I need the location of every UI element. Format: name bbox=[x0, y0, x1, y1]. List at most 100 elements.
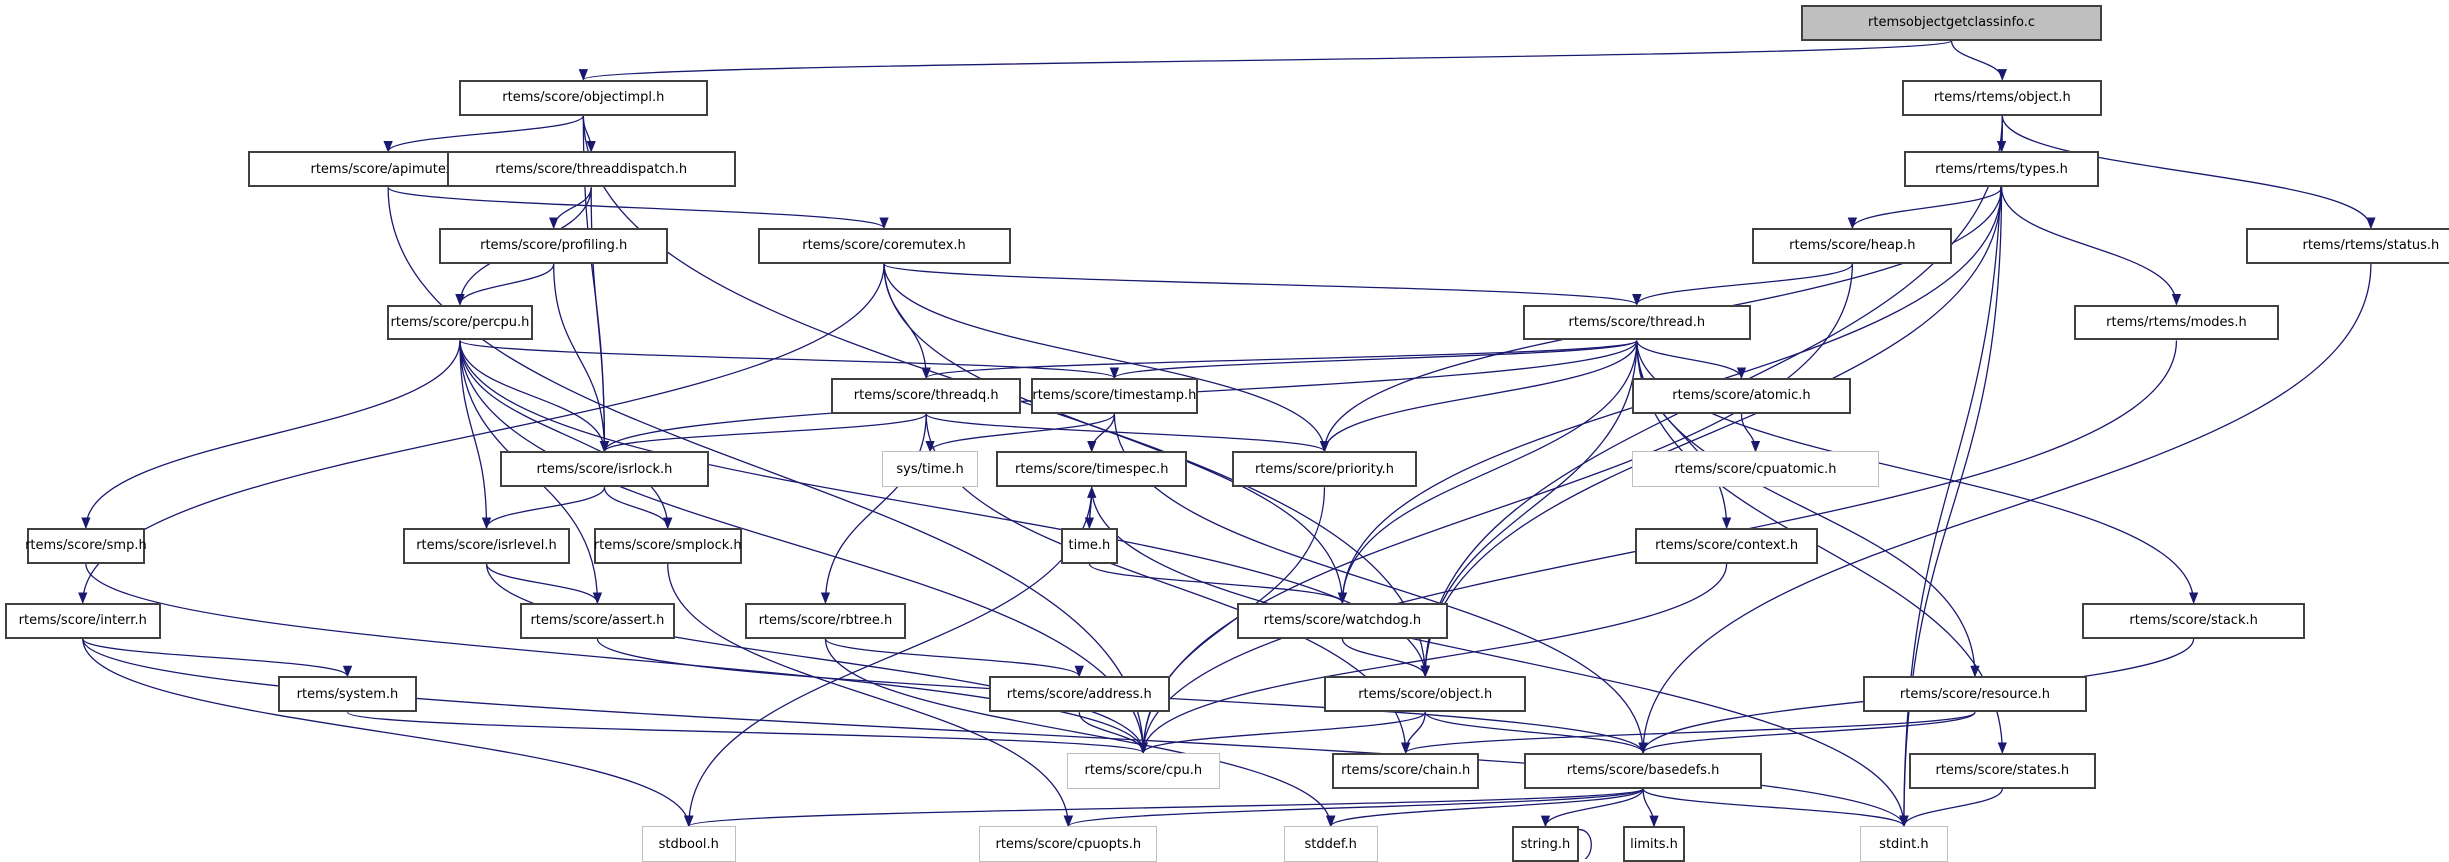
node-stdint: stdint.h bbox=[1860, 826, 1948, 862]
node-thread[interactable]: rtems/score/thread.h bbox=[1522, 304, 1751, 341]
edge-system-to-cpu bbox=[346, 711, 1148, 754]
node-label: rtems/score/smp.h bbox=[25, 538, 147, 554]
node-system[interactable]: rtems/system.h bbox=[278, 676, 417, 713]
node-address[interactable]: rtems/score/address.h bbox=[988, 676, 1170, 713]
node-assert[interactable]: rtems/score/assert.h bbox=[520, 602, 675, 639]
edge-percpu-to-smplock bbox=[459, 340, 673, 530]
edge-rtypes-to-heap bbox=[1847, 187, 2003, 230]
node-stack[interactable]: rtems/score/stack.h bbox=[2081, 602, 2306, 639]
node-label: rtems/score/profiling.h bbox=[480, 238, 628, 254]
node-label: rtems/score/cpuopts.h bbox=[995, 836, 1142, 852]
node-label: rtems/rtems/types.h bbox=[1935, 161, 2068, 177]
edge-interr-to-stdint bbox=[82, 638, 1909, 828]
edge-isrlock-to-smplock bbox=[603, 487, 673, 530]
node-sobject[interactable]: rtems/score/object.h bbox=[1324, 676, 1526, 713]
node-label: rtems/score/percpu.h bbox=[390, 315, 530, 330]
edge-apimutex-to-coremutex bbox=[387, 186, 889, 230]
node-rbtree[interactable]: rtems/score/rbtree.h bbox=[745, 602, 906, 639]
edge-threaddispatch-to-isrlock bbox=[590, 187, 610, 453]
node-label: rtems/score/stack.h bbox=[2129, 613, 2258, 629]
node-rtypes[interactable]: rtems/rtems/types.h bbox=[1903, 151, 2100, 188]
node-label: rtems/score/context.h bbox=[1655, 538, 1799, 554]
edge-timestamp-to-systime bbox=[925, 413, 1116, 453]
edge-percpu-to-isrlock bbox=[459, 340, 610, 453]
node-interr[interactable]: rtems/score/interr.h bbox=[4, 602, 161, 639]
edge-threaddispatch-to-profiling bbox=[549, 187, 592, 230]
node-label: rtems/score/address.h bbox=[1006, 686, 1152, 702]
edge-rtypes-to-stdint bbox=[1899, 187, 2003, 828]
node-rmodes[interactable]: rtems/rtems/modes.h bbox=[2074, 304, 2279, 341]
node-timeh[interactable]: time.h bbox=[1060, 527, 1119, 564]
node-label: rtems/score/watchdog.h bbox=[1263, 613, 1422, 629]
node-threaddispatch[interactable]: rtems/score/threaddispatch.h bbox=[446, 151, 736, 188]
edge-threadq-to-rbtree bbox=[820, 413, 927, 605]
edge-basedefs-to-limits bbox=[1642, 788, 1659, 828]
edge-thread-to-sobject bbox=[1420, 340, 1638, 678]
node-resource[interactable]: rtems/score/resource.h bbox=[1863, 676, 2087, 713]
edge-thread-to-threadq bbox=[921, 339, 1638, 380]
edge-timeh-to-watchdog bbox=[1088, 563, 1347, 605]
node-robject[interactable]: rtems/rtems/object.h bbox=[1902, 79, 2103, 116]
node-timespec[interactable]: rtems/score/timespec.h bbox=[996, 451, 1187, 488]
edge-thread-to-priority bbox=[1319, 340, 1638, 453]
edge-basedefs-to-cpuopts bbox=[1063, 788, 1644, 828]
node-coremutex[interactable]: rtems/score/coremutex.h bbox=[757, 228, 1011, 264]
node-label: rtems/rtems/status.h bbox=[2302, 238, 2440, 254]
node-chain[interactable]: rtems/score/chain.h bbox=[1332, 752, 1480, 789]
node-percpu[interactable]: rtems/score/percpu.h bbox=[387, 304, 533, 341]
edge-heap-to-thread bbox=[1632, 263, 1854, 306]
node-objectimpl[interactable]: rtems/score/objectimpl.h bbox=[459, 79, 708, 116]
node-label: rtems/score/cpu.h bbox=[1084, 763, 1203, 779]
edge-rtypes-to-rmodes bbox=[2000, 187, 2182, 306]
edge-rbtree-to-address bbox=[824, 638, 1084, 678]
node-label: rtems/score/assert.h bbox=[530, 613, 665, 629]
node-isrlock[interactable]: rtems/score/isrlock.h bbox=[499, 451, 710, 488]
node-timestamp[interactable]: rtems/score/timestamp.h bbox=[1030, 377, 1198, 414]
node-label: rtems/score/objectimpl.h bbox=[502, 90, 665, 106]
node-atomic[interactable]: rtems/score/atomic.h bbox=[1632, 377, 1851, 414]
node-profiling[interactable]: rtems/score/profiling.h bbox=[438, 228, 669, 264]
edge-resource-to-chain bbox=[1401, 711, 1976, 754]
edge-thread-to-context bbox=[1636, 340, 1732, 530]
node-stdbool: stdbool.h bbox=[641, 826, 736, 862]
node-smp[interactable]: rtems/score/smp.h bbox=[25, 527, 147, 564]
edge-rstatus-to-basedefs bbox=[1638, 263, 2372, 754]
node-label: rtems/score/threadq.h bbox=[853, 388, 999, 404]
node-threadq[interactable]: rtems/score/threadq.h bbox=[830, 377, 1022, 414]
node-limits[interactable]: limits.h bbox=[1622, 826, 1686, 862]
node-label: rtems/score/coremutex.h bbox=[802, 238, 966, 254]
node-context[interactable]: rtems/score/context.h bbox=[1635, 527, 1818, 564]
node-label: rtems/score/basedefs.h bbox=[1566, 763, 1720, 779]
node-label: limits.h bbox=[1630, 836, 1678, 852]
node-string[interactable]: string.h bbox=[1511, 826, 1580, 862]
edge-string-to-string bbox=[1574, 829, 1592, 859]
node-label: rtems/score/heap.h bbox=[1789, 238, 1916, 254]
node-label: rtems/score/cpuatomic.h bbox=[1674, 461, 1837, 477]
edge-isrlock-to-isrlevel bbox=[481, 487, 606, 530]
node-cpuopts: rtems/score/cpuopts.h bbox=[979, 826, 1158, 862]
edge-watchdog-to-sobject bbox=[1341, 638, 1430, 678]
node-heap[interactable]: rtems/score/heap.h bbox=[1752, 228, 1953, 264]
edge-basedefs-to-string bbox=[1540, 788, 1644, 828]
node-states[interactable]: rtems/score/states.h bbox=[1908, 752, 2097, 789]
node-isrlevel[interactable]: rtems/score/isrlevel.h bbox=[402, 527, 571, 564]
edge-percpu-to-timestamp bbox=[459, 339, 1119, 380]
edge-rtypes-to-sobject bbox=[1420, 187, 2003, 678]
node-label: rtems/score/interr.h bbox=[18, 613, 147, 629]
node-label: stddef.h bbox=[1304, 836, 1357, 852]
node-priority[interactable]: rtems/score/priority.h bbox=[1232, 451, 1417, 488]
edge-threadq-to-isrlock bbox=[599, 413, 927, 453]
node-label: rtems/score/resource.h bbox=[1899, 686, 2051, 702]
edge-context-to-cpu bbox=[1138, 563, 1728, 754]
edge-coremutex-to-watchdog bbox=[883, 263, 1348, 605]
node-label: rtems/system.h bbox=[296, 686, 399, 702]
node-basedefs[interactable]: rtems/score/basedefs.h bbox=[1524, 752, 1762, 789]
node-systime: sys/time.h bbox=[882, 451, 978, 488]
node-watchdog[interactable]: rtems/score/watchdog.h bbox=[1236, 602, 1448, 639]
node-rstatus[interactable]: rtems/rtems/status.h bbox=[2245, 228, 2449, 264]
edge-thread-to-timestamp bbox=[1110, 339, 1638, 380]
node-label: rtems/score/timespec.h bbox=[1014, 461, 1169, 477]
node-smplock[interactable]: rtems/score/smplock.h bbox=[593, 527, 742, 564]
edge-objectimpl-to-apimutex bbox=[383, 115, 585, 153]
